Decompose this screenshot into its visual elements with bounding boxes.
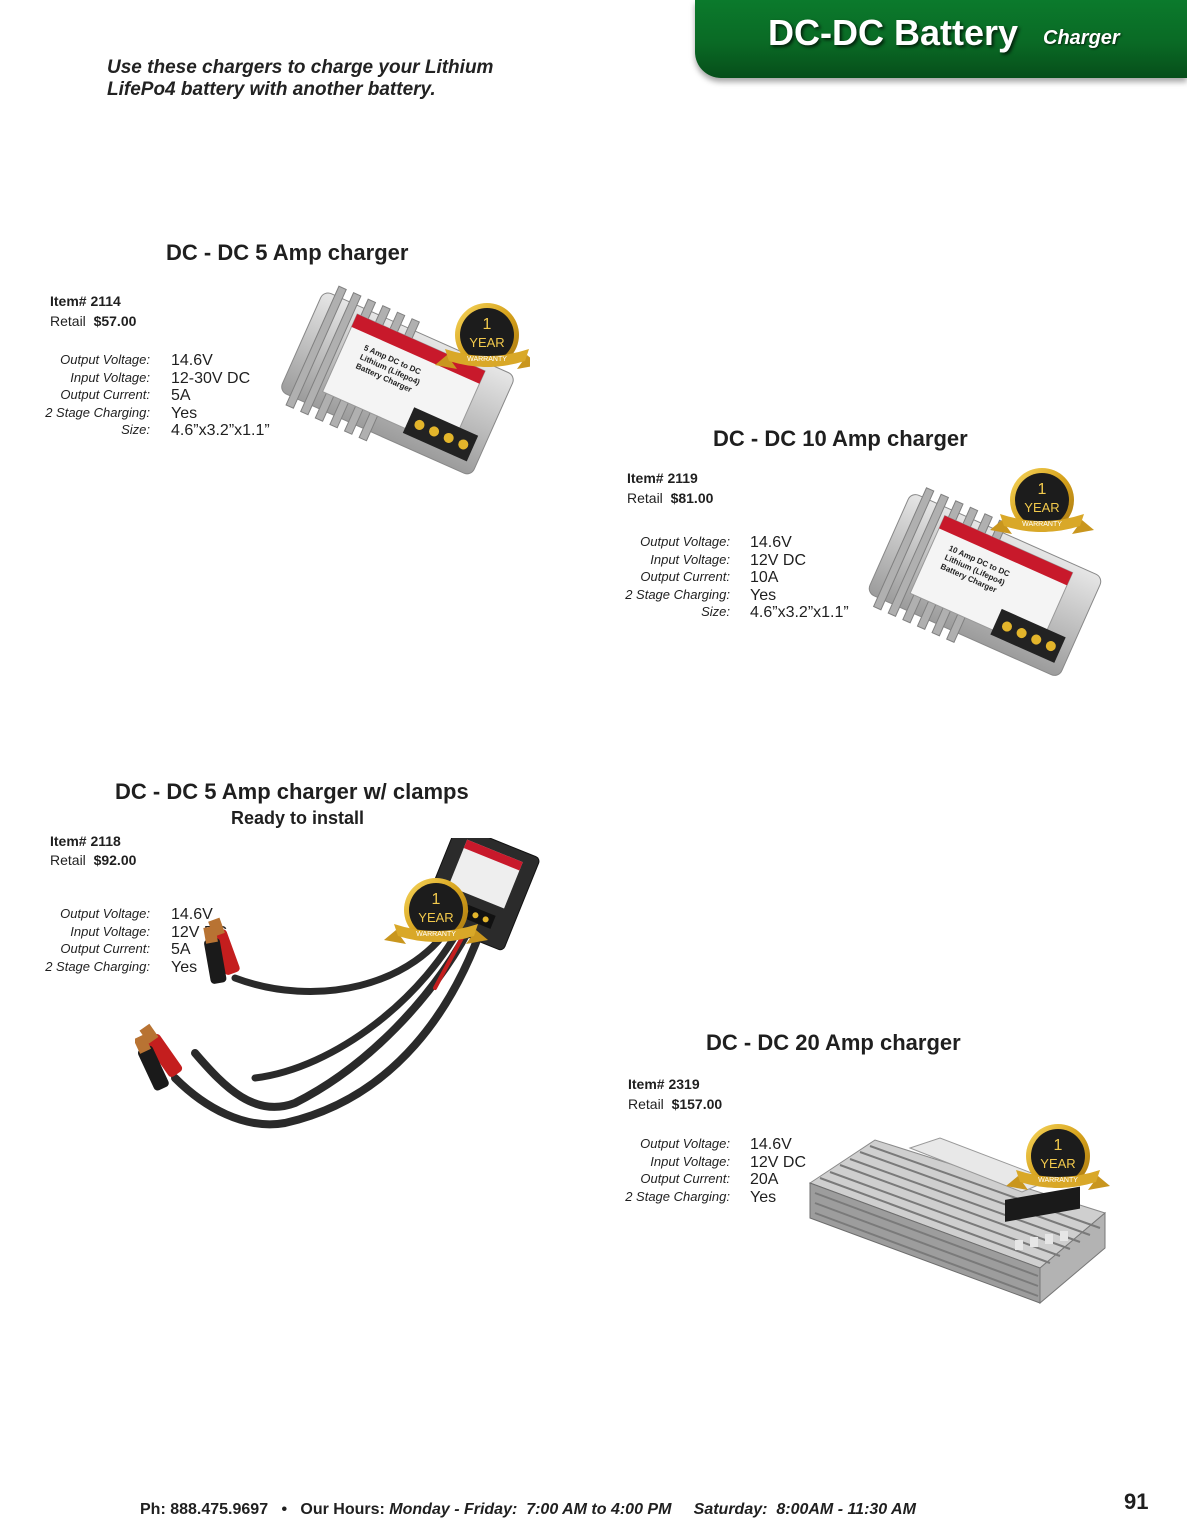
spec-label: Input Voltage:	[70, 369, 150, 385]
spec-value: 14.6V	[750, 534, 792, 551]
spec-value: Yes	[750, 1188, 777, 1206]
retail-label: Retail	[50, 313, 86, 329]
spec-value: 12V DC	[750, 1153, 807, 1171]
spec-value: 10A	[750, 569, 779, 586]
charger-20a-image: 1 YEAR WARRANTY	[808, 1124, 1110, 1305]
spec-value: 12-30V DC	[171, 369, 251, 387]
spec-label: Output Current:	[640, 1171, 730, 1186]
warranty-badge: 1 YEAR WARRANTY	[1006, 1124, 1110, 1190]
spec-label: Output Current:	[60, 941, 150, 956]
footer-weekday-days: Monday - Friday:	[389, 1501, 518, 1518]
item-number-2118: Item# 2118	[50, 833, 121, 849]
footer-saturday-hours: 8:00AM - 11:30 AM	[776, 1501, 916, 1518]
spec-label: Output Current:	[60, 387, 150, 402]
retail-label: Retail	[628, 1096, 664, 1112]
badge-year: YEAR	[418, 910, 453, 925]
spec-label: 2 Stage Charging:	[45, 958, 150, 974]
item-number-2319: Item# 2319	[628, 1076, 700, 1092]
charger-10a-image: 10 Amp DC to DC Lithium (Lifepo4) Batter…	[868, 468, 1102, 676]
badge-year: YEAR	[1040, 1156, 1075, 1171]
product-subtitle-ready: Ready to install	[231, 808, 365, 828]
badge-warranty: WARRANTY	[1022, 521, 1062, 528]
spec-label: Input Voltage:	[650, 1153, 730, 1169]
banner-title: DC-DC Battery	[768, 12, 1019, 53]
retail-price-2319: Retail $157.00	[628, 1096, 722, 1112]
spec-value: 14.6V	[750, 1136, 792, 1153]
badge-warranty: WARRANTY	[416, 931, 456, 938]
charger-with-clamps-image: 1 YEAR WARRANTY	[135, 838, 540, 1129]
spec-list-2119: Output Voltage: 14.6V Input Voltage: 12V…	[580, 534, 849, 624]
warranty-badge: 1 YEAR WARRANTY	[435, 303, 530, 369]
spec-value: Yes	[750, 586, 777, 604]
spec-label: Output Current:	[640, 569, 730, 584]
retail-label: Retail	[627, 490, 663, 506]
charger-5a-image: 5 Amp DC to DC Lithium (Lifepo4) Battery…	[281, 285, 530, 475]
intro-text: Use these chargers to charge your Lithiu…	[107, 57, 494, 100]
retail-price-2119: Retail $81.00	[627, 490, 713, 506]
spec-label: Output Voltage:	[60, 352, 150, 367]
spec-label: Size:	[701, 604, 730, 619]
footer-hours-label: Our Hours:	[300, 1501, 385, 1518]
spec-label: Input Voltage:	[70, 923, 150, 939]
spec-label: 2 Stage Charging:	[625, 1188, 730, 1204]
product-title-20a: DC - DC 20 Amp charger	[706, 1030, 961, 1055]
spec-value: 14.6V	[171, 352, 213, 369]
spec-value: Yes	[171, 404, 198, 422]
spec-list-2114: Output Voltage: 14.6V Input Voltage: 12-…	[0, 352, 270, 442]
warranty-badge: 1 YEAR WARRANTY	[384, 878, 488, 944]
price-value: $157.00	[671, 1096, 723, 1112]
spec-value: 5A	[171, 941, 191, 958]
footer-contact: Ph: 888.475.9697 • Our Hours: Monday - F…	[140, 1501, 916, 1519]
price-value: $92.00	[93, 852, 137, 868]
badge-warranty: WARRANTY	[467, 356, 507, 363]
warranty-badge: 1 YEAR WARRANTY	[990, 468, 1094, 534]
spec-value: 12V DC	[750, 551, 807, 569]
spec-value: 14.6V	[171, 906, 213, 923]
product-title-10a: DC - DC 10 Amp charger	[713, 426, 968, 451]
spec-label: Output Voltage:	[640, 1136, 730, 1151]
footer-saturday-days: Saturday:	[693, 1501, 768, 1518]
spec-label: Input Voltage:	[650, 551, 730, 567]
spec-value: 5A	[171, 387, 191, 404]
spec-value: 20A	[750, 1171, 779, 1188]
price-value: $81.00	[670, 490, 714, 506]
header-banner	[695, 0, 1187, 78]
retail-label: Retail	[50, 852, 86, 868]
item-number-2119: Item# 2119	[627, 470, 698, 486]
item-number-2114: Item# 2114	[50, 293, 121, 309]
spec-list-2319: Output Voltage: 14.6V Input Voltage: 12V…	[580, 1136, 840, 1208]
footer-phone: Ph: 888.475.9697	[140, 1501, 269, 1518]
badge-year: YEAR	[469, 335, 504, 350]
spec-label: Output Voltage:	[60, 906, 150, 921]
badge-number: 1	[483, 316, 492, 333]
spec-label: 2 Stage Charging:	[45, 404, 150, 420]
product-title-5a: DC - DC 5 Amp charger	[166, 240, 409, 265]
footer-separator: •	[281, 1501, 288, 1518]
spec-value: 4.6”x3.2”x1.1”	[171, 422, 270, 439]
badge-number: 1	[1038, 481, 1047, 498]
badge-warranty: WARRANTY	[1038, 1177, 1078, 1184]
retail-price-2118: Retail $92.00	[50, 852, 136, 868]
product-title-5a-clamps: DC - DC 5 Amp charger w/ clamps	[115, 779, 469, 804]
page-number: 91	[1124, 1489, 1149, 1514]
banner-subtitle: Charger	[1043, 27, 1120, 49]
spec-label: 2 Stage Charging:	[625, 586, 730, 602]
footer-weekday-hours: 7:00 AM to 4:00 PM	[526, 1501, 672, 1518]
badge-number: 1	[1054, 1137, 1063, 1154]
spec-list-2118: Output Voltage: 14.6V Input Voltage: 12V…	[0, 906, 260, 978]
badge-number: 1	[432, 891, 441, 908]
price-value: $57.00	[93, 313, 137, 329]
retail-price-2114: Retail $57.00	[50, 313, 136, 329]
spec-value: 4.6”x3.2”x1.1”	[750, 604, 849, 621]
badge-year: YEAR	[1024, 500, 1059, 515]
spec-value: Yes	[171, 958, 198, 976]
spec-label: Size:	[121, 422, 150, 437]
spec-label: Output Voltage:	[640, 534, 730, 549]
